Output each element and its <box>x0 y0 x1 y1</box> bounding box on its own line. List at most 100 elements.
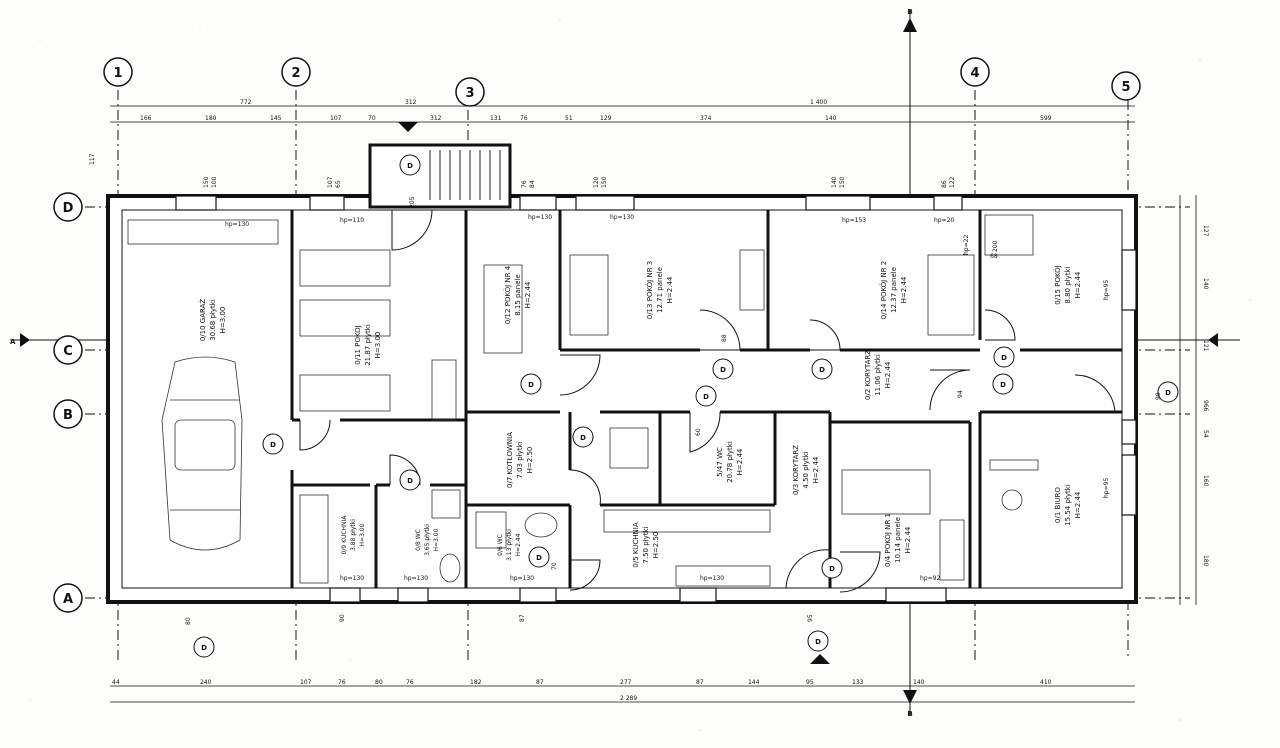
svg-text:51: 51 <box>565 115 573 122</box>
door-swing-entrance <box>785 549 831 589</box>
section-arrow-bottom <box>903 690 917 704</box>
paper-texture <box>29 19 1251 731</box>
section-arrow-top <box>903 18 917 32</box>
svg-text:0/9 KUCHNIA: 0/9 KUCHNIA <box>341 515 348 555</box>
door-swing-office <box>1074 374 1116 413</box>
svg-text:D: D <box>819 366 825 374</box>
svg-text:87: 87 <box>696 679 704 686</box>
svg-text:87: 87 <box>536 679 544 686</box>
svg-text:D: D <box>63 201 74 216</box>
svg-text:0/14 POKÓJ NR 2: 0/14 POKÓJ NR 2 <box>879 261 888 320</box>
svg-text:H=2.44: H=2.44 <box>736 448 744 475</box>
svg-text:0/2 KORYTARZ: 0/2 KORYTARZ <box>864 350 872 400</box>
svg-text:0/13 POKÓJ NR 3: 0/13 POKÓJ NR 3 <box>645 261 654 320</box>
svg-text:107: 107 <box>327 176 334 188</box>
svg-text:hp=20: hp=20 <box>934 217 954 224</box>
svg-text:30.68 płytki: 30.68 płytki <box>209 299 217 341</box>
svg-text:H=3.00: H=3.00 <box>359 523 366 546</box>
axis-bubble-B: B <box>53 399 83 429</box>
svg-text:hp=95: hp=95 <box>1103 478 1110 498</box>
svg-text:95: 95 <box>806 679 814 686</box>
svg-text:H=2.44: H=2.44 <box>904 526 912 553</box>
svg-text:hp=130: hp=130 <box>700 575 724 582</box>
door-tag: D <box>399 469 421 491</box>
room-label-0-4: 0/4 POKÓJ NR 1 10.14 panele H=2.44 <box>883 513 912 567</box>
svg-text:80: 80 <box>185 617 192 625</box>
axis-bubble-1: 1 <box>103 57 133 87</box>
door-tag: D <box>695 385 717 407</box>
door-tag: D <box>262 433 284 455</box>
building-walls <box>106 143 1138 604</box>
svg-text:374: 374 <box>700 115 712 122</box>
window-wc-0-6 <box>519 587 557 603</box>
svg-text:hp=153: hp=153 <box>842 217 866 224</box>
svg-text:180: 180 <box>1202 555 1209 567</box>
svg-text:180: 180 <box>205 115 217 122</box>
door-tag: D <box>193 636 215 658</box>
svg-text:12.71 panele: 12.71 panele <box>656 267 664 313</box>
svg-text:44: 44 <box>112 679 120 686</box>
svg-text:410: 410 <box>1040 679 1052 686</box>
svg-text:0/3 KORYTARZ: 0/3 KORYTARZ <box>792 445 800 495</box>
svg-text:A: A <box>63 592 73 607</box>
svg-text:312: 312 <box>405 99 417 106</box>
svg-text:145: 145 <box>270 115 282 122</box>
svg-text:129: 129 <box>600 115 612 122</box>
svg-text:200: 200 <box>992 240 999 252</box>
room-label-0-2: 0/2 KORYTARZ 11.06 płytki H=2.44 <box>864 350 892 400</box>
door-swing-room-1 <box>839 551 881 593</box>
garage-car <box>127 219 279 551</box>
svg-text:0/8 WC: 0/8 WC <box>415 529 422 551</box>
axis-bubble-D: D <box>53 192 83 222</box>
svg-text:99: 99 <box>1155 392 1162 400</box>
door-swing-stair <box>391 209 433 251</box>
svg-text:D: D <box>201 644 207 652</box>
door-swing-wc-5-47 <box>689 411 721 453</box>
right-dimensions: 966 121 54 160 180 140 127 117 <box>89 153 1209 605</box>
svg-text:150: 150 <box>203 176 210 188</box>
svg-text:H=2.50: H=2.50 <box>526 447 534 474</box>
axis-bubble-2: 2 <box>281 57 311 87</box>
svg-text:H=2.44: H=2.44 <box>524 281 532 308</box>
svg-text:4: 4 <box>970 66 979 81</box>
svg-text:hp=130: hp=130 <box>510 575 534 582</box>
svg-text:54: 54 <box>1202 430 1209 438</box>
svg-text:hp=110: hp=110 <box>340 217 364 224</box>
svg-text:1 400: 1 400 <box>810 99 827 106</box>
room-label-0-9: 0/9 KUCHNIA 3.88 płytki H=3.00 <box>341 515 366 555</box>
window-room-2b <box>933 195 963 211</box>
svg-text:D: D <box>1001 354 1007 362</box>
opening-dimensions: 150 100 107 65 76 84 120 150 140 150 86 … <box>185 176 1162 625</box>
svg-text:B: B <box>63 408 73 423</box>
svg-text:H=2.44: H=2.44 <box>884 361 892 388</box>
svg-text:90: 90 <box>339 614 346 622</box>
door-tag: D <box>572 426 594 448</box>
door-swing-0-11 <box>299 419 331 451</box>
svg-text:107: 107 <box>330 115 342 122</box>
svg-text:8.80 płytki: 8.80 płytki <box>1064 266 1072 303</box>
room-labels: 0/10 GARAŻ 30.68 płytki H=3.00 0/11 POKÓ… <box>198 261 1082 568</box>
svg-text:0/15 POKÓJ: 0/15 POKÓJ <box>1053 265 1062 304</box>
door-tag: D <box>1157 381 1179 403</box>
entrance-arrow-bottom <box>810 654 830 664</box>
window-office <box>1121 454 1137 516</box>
door-tag: D <box>807 630 829 652</box>
svg-text:133: 133 <box>852 679 864 686</box>
svg-text:0/7 KOTŁOWNIA: 0/7 KOTŁOWNIA <box>506 432 514 488</box>
room-label-0-11: 0/11 POKÓJ 21.87 płytki H=3.00 <box>353 324 382 366</box>
svg-text:107: 107 <box>300 679 312 686</box>
svg-text:C: C <box>63 344 73 359</box>
window-room-4 <box>519 195 557 211</box>
svg-text:277: 277 <box>620 679 632 686</box>
svg-text:hp=95: hp=95 <box>1103 280 1110 300</box>
svg-text:121: 121 <box>1202 340 1209 352</box>
room-label-0-14: 0/14 POKÓJ NR 2 12.37 panele H=2.44 <box>879 261 908 320</box>
door-swing-0-6 <box>569 559 601 591</box>
svg-text:65: 65 <box>335 180 342 188</box>
room-label-0-7: 0/7 KOTŁOWNIA 7.03 płytki H=2.50 <box>506 432 534 488</box>
svg-text:240: 240 <box>200 679 212 686</box>
svg-text:hp=130: hp=130 <box>404 575 428 582</box>
window-room-2 <box>805 195 871 211</box>
bottom-dimensions: 44 240 107 76 80 76 182 87 277 87 144 95… <box>110 679 1135 703</box>
